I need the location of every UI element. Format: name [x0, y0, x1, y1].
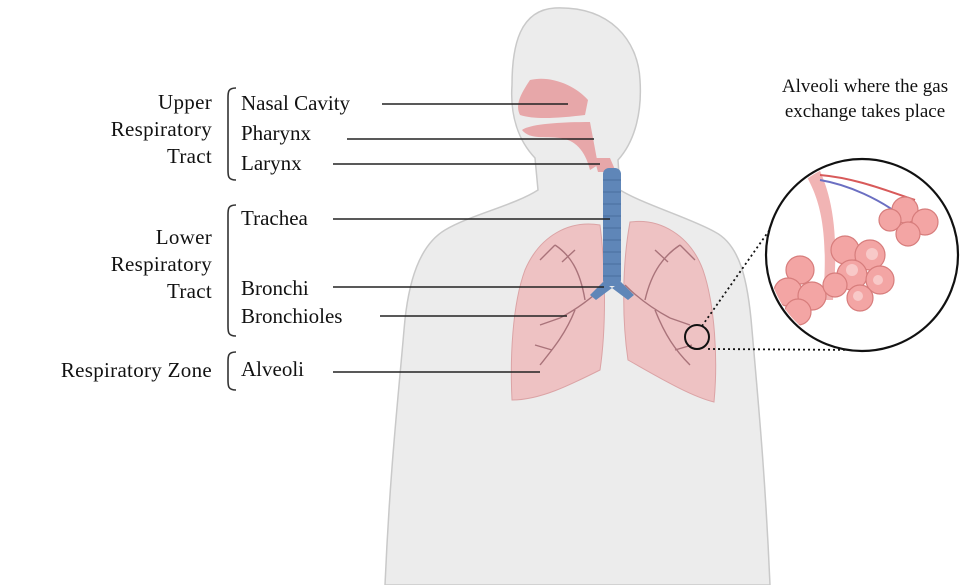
label-alveoli: Alveoli	[241, 357, 304, 381]
bracket-respiratory-zone	[228, 352, 236, 390]
alveoli-inset	[766, 159, 958, 351]
bracket-lower	[228, 205, 236, 336]
label-bronchi: Bronchi	[241, 276, 309, 300]
inset-caption: Alveoli where the gas exchange takes pla…	[760, 74, 970, 124]
bracket-upper	[228, 88, 236, 180]
label-nasal-cavity: Nasal Cavity	[241, 91, 350, 115]
label-trachea: Trachea	[241, 206, 308, 230]
group-label-lower-respiratory-tract: Lower Respiratory Tract	[60, 224, 212, 305]
group-label-respiratory-zone: Respiratory Zone	[6, 357, 212, 384]
label-pharynx: Pharynx	[241, 121, 311, 145]
label-larynx: Larynx	[241, 151, 302, 175]
label-bronchioles: Bronchioles	[241, 304, 342, 328]
group-label-upper-respiratory-tract: Upper Respiratory Tract	[60, 89, 212, 170]
